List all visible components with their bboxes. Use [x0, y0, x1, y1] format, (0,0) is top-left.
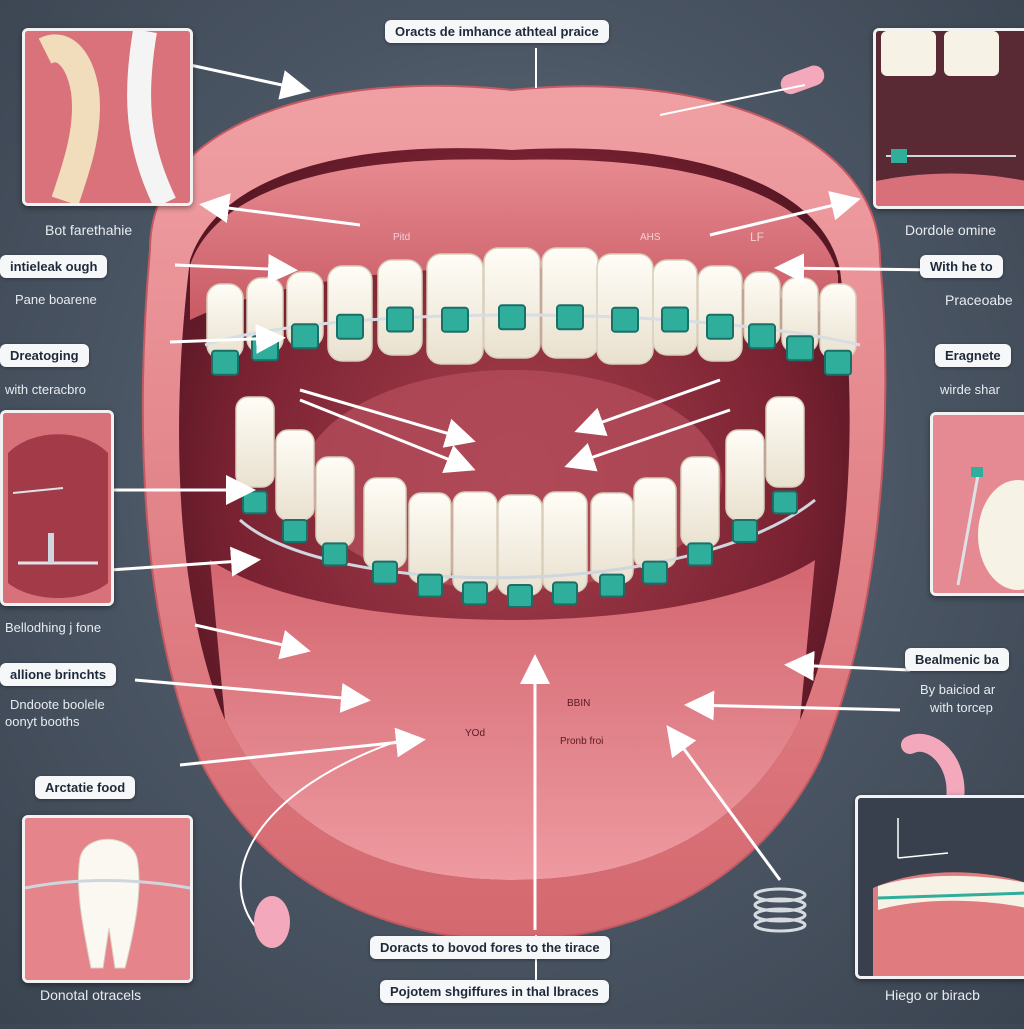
lower-bracket — [282, 519, 308, 543]
bottom-label-1: Doracts to bovod fores to the tirace — [370, 936, 610, 959]
lower-bracket — [599, 573, 625, 598]
left-label-5: with cteracbro — [5, 382, 86, 397]
panel-bottom-left-tooth — [22, 815, 193, 983]
curved-leader — [239, 739, 401, 946]
left-label-9: oonyt booths — [5, 714, 80, 729]
upper-bracket — [824, 349, 852, 376]
spring-coil — [753, 887, 807, 933]
lower-tooth — [235, 396, 275, 488]
upper-gum — [190, 159, 838, 320]
lower-tooth — [680, 456, 720, 548]
lower-bracket — [772, 490, 798, 515]
panel-bottom-right-arch — [855, 795, 1024, 979]
elastic-band-top — [659, 65, 825, 116]
lower-bracket — [642, 560, 668, 585]
upper-bracket — [441, 306, 469, 333]
panel-right-elastic-closeup — [930, 412, 1024, 596]
lower-bracket — [507, 584, 533, 608]
upper-tooth — [819, 283, 857, 360]
right-label-2: With he to — [920, 255, 1003, 278]
mouth-label-3: LF — [750, 230, 765, 244]
upper-bracket — [211, 349, 239, 376]
mouth-label-5: YOd — [465, 728, 486, 739]
lower-bracket — [242, 490, 268, 515]
upper-tooth — [483, 247, 541, 359]
title-label: Oracts de imhance athteal praice — [385, 20, 609, 43]
upper-bracket — [786, 335, 814, 362]
lower-bracket — [372, 560, 398, 585]
lower-tooth — [363, 477, 407, 569]
right-label-5: wirde shar — [940, 382, 1000, 397]
lower-tooth — [315, 456, 355, 548]
left-label-8: Dndoote boolele — [10, 697, 105, 712]
panel-top-left-gum-closeup — [22, 28, 193, 206]
lower-gum — [210, 560, 815, 880]
right-label-7: By baiciod ar — [920, 682, 996, 697]
mouth-label-2: AHS — [640, 232, 661, 243]
left-label-6: Bellodhing j fone — [5, 620, 102, 635]
panel-top-right-wire-closeup — [873, 28, 1024, 209]
upper-bracket — [661, 306, 689, 333]
upper-bracket — [386, 306, 414, 333]
right-label-9: Hiego or biracb — [885, 987, 980, 1003]
mouth-label-1: Pitd — [393, 232, 411, 243]
lower-bracket — [552, 581, 578, 606]
right-label-1: Dordole omine — [905, 222, 997, 238]
upper-bracket — [748, 323, 776, 350]
lower-tooth — [633, 477, 677, 569]
upper-tooth — [697, 265, 743, 362]
panel-left-palatal-appliance — [0, 410, 114, 606]
upper-tooth — [327, 265, 373, 362]
lower-tooth — [765, 396, 805, 488]
upper-tooth — [206, 283, 244, 360]
left-label-1: Bot farethahie — [45, 222, 133, 238]
lower-tooth — [275, 429, 315, 521]
mouth-label-4: BBIN — [567, 698, 591, 709]
lower-tooth — [725, 429, 765, 521]
lower-bracket — [417, 573, 443, 598]
upper-bracket — [498, 304, 526, 331]
lower-bracket — [322, 542, 348, 567]
left-label-11: Donotal otracels — [40, 987, 142, 1003]
right-label-3: Praceoabe — [945, 292, 1013, 308]
bottom-label-2: Pojotem shgiffures in thal lbraces — [380, 980, 609, 1003]
upper-bracket — [336, 313, 364, 340]
lower-tooth — [408, 492, 452, 584]
elastic-band-right — [901, 733, 965, 809]
right-label-4: Eragnete — [935, 344, 1011, 367]
left-label-2: intieleak ough — [0, 255, 108, 278]
left-label-3: Pane boarene — [15, 292, 97, 307]
mouth-label-6: Pronb froi — [560, 736, 604, 747]
lower-tooth — [497, 494, 543, 596]
upper-bracket — [706, 313, 734, 340]
right-label-6: Bealmenic ba — [905, 648, 1009, 671]
lower-bracket — [732, 519, 758, 543]
left-label-4: Dreatoging — [0, 344, 89, 367]
annotation-arrows — [109, 63, 941, 930]
lower-bracket — [462, 581, 488, 606]
upper-tooth — [541, 247, 599, 359]
right-label-8: with torcep — [930, 700, 993, 715]
left-label-10: Arctatie food — [35, 776, 136, 799]
upper-bracket — [611, 306, 639, 333]
elastic-band-left — [254, 896, 290, 948]
upper-bracket — [291, 323, 319, 350]
upper-bracket — [556, 304, 584, 331]
left-label-7: allione brinchts — [0, 663, 117, 686]
lower-bracket — [687, 542, 713, 567]
